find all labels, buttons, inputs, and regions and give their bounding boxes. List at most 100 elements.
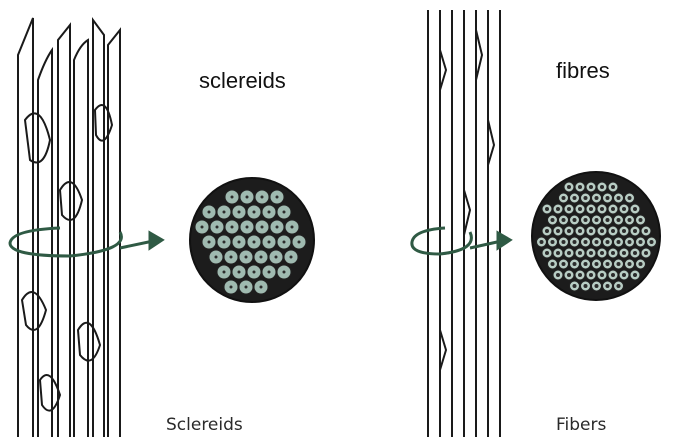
fiber-lumen <box>567 229 571 233</box>
fiber-lumen <box>584 284 588 288</box>
sclereid-lumen <box>215 256 218 259</box>
fiber-lumen <box>589 185 593 189</box>
fiber-lumen <box>595 240 599 244</box>
sclereid-lumen <box>283 271 286 274</box>
sclereid-lumen <box>238 271 241 274</box>
sclereid-lumen <box>253 211 256 214</box>
sclereid-lumen <box>283 241 286 244</box>
sclereid-lumen <box>231 196 234 199</box>
sclereid-longitudinal-bundle <box>18 18 120 437</box>
fiber-lumen <box>595 196 599 200</box>
sclereid-lumen <box>290 256 293 259</box>
fiber-lumen <box>540 240 544 244</box>
fiber-lumen <box>600 185 604 189</box>
fiber-lumen <box>556 207 560 211</box>
fiber-lumen <box>622 207 626 211</box>
fiber-longitudinal-bundle <box>428 10 500 437</box>
fiber-lumen <box>562 240 566 244</box>
fiber-lumen <box>617 218 621 222</box>
sclereid-lumen <box>223 211 226 214</box>
fiber-lumen <box>556 273 560 277</box>
fiber-cross-section <box>532 172 660 300</box>
fiber-lumen <box>584 196 588 200</box>
sclereid-lumen <box>275 256 278 259</box>
fiber-lumen <box>611 229 615 233</box>
fiber-lumen <box>611 273 615 277</box>
sclereid-lumen <box>283 211 286 214</box>
sclereid-lumen <box>208 211 211 214</box>
fiber-lumen <box>628 196 632 200</box>
sclereid-lumen <box>230 286 233 289</box>
fiber-lumen <box>545 229 549 233</box>
fiber-lumen <box>606 218 610 222</box>
fiber-lumen <box>567 185 571 189</box>
fiber-lumen <box>551 262 555 266</box>
fiber-lumen <box>617 196 621 200</box>
fiber-lumen <box>573 218 577 222</box>
fiber-lumen <box>567 207 571 211</box>
fiber-lumen <box>556 251 560 255</box>
fiber-lumen <box>600 207 604 211</box>
fiber-lumen <box>633 207 637 211</box>
fiber-lumen <box>578 185 582 189</box>
sclereids-caption: Sclereids <box>166 415 243 435</box>
sclereid-lumen <box>223 241 226 244</box>
fiber-lumen <box>578 207 582 211</box>
fiber-lumen <box>573 196 577 200</box>
fiber-lumen <box>606 240 610 244</box>
fiber-lumen <box>611 185 615 189</box>
fiber-lumen <box>622 251 626 255</box>
fiber-lumen <box>556 229 560 233</box>
fiber-lumen <box>633 273 637 277</box>
sclereids-label: sclereids <box>199 68 286 94</box>
fiber-lumen <box>573 284 577 288</box>
fiber-lumen <box>567 273 571 277</box>
fiber-lumen <box>578 229 582 233</box>
fiber-lumen <box>567 251 571 255</box>
fiber-lumen <box>573 262 577 266</box>
fiber-lumen <box>562 196 566 200</box>
fiber-lumen <box>644 251 648 255</box>
fiber-lumen <box>639 240 643 244</box>
sclereid-lumen <box>260 286 263 289</box>
sclereid-lumen <box>238 211 241 214</box>
fiber-lumen <box>545 207 549 211</box>
fiber-section-arrow <box>412 228 510 254</box>
fiber-lumen <box>551 218 555 222</box>
fiber-lumen <box>545 251 549 255</box>
fiber-lumen <box>617 240 621 244</box>
fiber-lumen <box>551 240 555 244</box>
sclereid-lumen <box>246 226 249 229</box>
fiber-lumen <box>584 240 588 244</box>
sclereid-lumen <box>245 256 248 259</box>
fiber-lumen <box>617 284 621 288</box>
fibres-label: fibres <box>556 58 610 84</box>
fiber-lumen <box>606 284 610 288</box>
sclereid-lumen <box>246 196 249 199</box>
fiber-lumen <box>611 207 615 211</box>
fiber-lumen <box>589 251 593 255</box>
sclereid-lumen <box>298 241 301 244</box>
fiber-lumen <box>622 273 626 277</box>
sclereid-lumen <box>261 196 264 199</box>
sclereid-cross-section <box>190 178 314 302</box>
fiber-lumen <box>639 218 643 222</box>
fiber-lumen <box>589 229 593 233</box>
fiber-lumen <box>622 229 626 233</box>
fiber-lumen <box>633 229 637 233</box>
sclereid-lumen <box>261 226 264 229</box>
fiber-lumen <box>600 251 604 255</box>
fiber-lumen <box>606 196 610 200</box>
fiber-lumen <box>578 273 582 277</box>
sclereid-lumen <box>238 241 241 244</box>
fiber-lumen <box>562 262 566 266</box>
sclereid-lumen <box>201 226 204 229</box>
sclereid-lumen <box>223 271 226 274</box>
fiber-lumen <box>611 251 615 255</box>
sclereid-lumen <box>268 241 271 244</box>
sclereid-lumen <box>208 241 211 244</box>
sclereid-lumen <box>276 196 279 199</box>
fiber-lumen <box>600 229 604 233</box>
sclereid-lumen <box>230 256 233 259</box>
